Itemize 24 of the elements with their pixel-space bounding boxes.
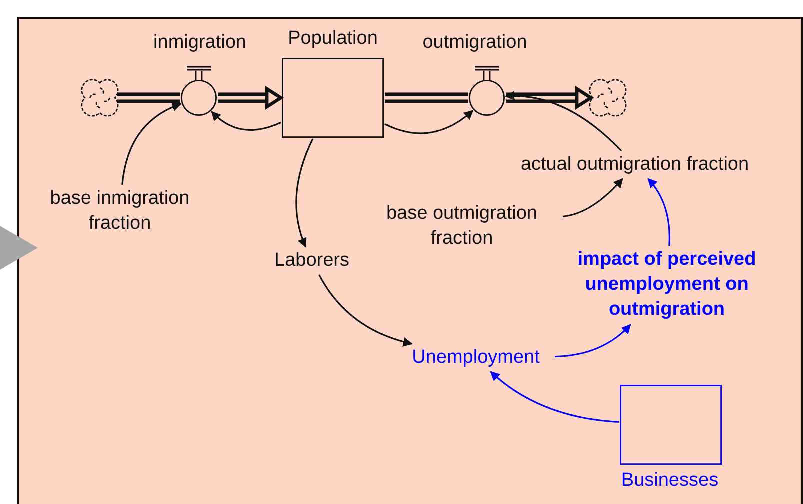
flow-pipe xyxy=(115,92,182,104)
flow-pipe xyxy=(504,87,594,109)
link-arrow xyxy=(318,274,413,347)
variable-label: Unemployment xyxy=(411,346,541,370)
variable-label: Laborers xyxy=(274,249,350,273)
link-arrow xyxy=(648,178,670,246)
variable-label: inmigration xyxy=(152,31,248,55)
variable-label: base outmigration fraction xyxy=(385,202,539,251)
variable-label: Businesses xyxy=(620,469,720,493)
link-arrow xyxy=(562,178,624,218)
variable-label: base inmigration fraction xyxy=(49,187,191,236)
link-arrow xyxy=(554,324,632,358)
flow-pipe xyxy=(383,92,470,104)
link-arrow xyxy=(122,102,182,186)
link-arrow xyxy=(504,91,622,152)
flow-pipe xyxy=(216,87,284,109)
variable-label: outmigration xyxy=(422,31,528,55)
link-arrow xyxy=(211,111,282,131)
variable-label: Population xyxy=(287,27,379,51)
variable-label: impact of perceived unemployment on outmigration xyxy=(576,248,758,322)
link-arrow xyxy=(296,138,314,248)
variable-label: actual outmigration fraction xyxy=(520,153,750,177)
link-arrow xyxy=(490,371,620,424)
link-arrow xyxy=(384,110,474,134)
